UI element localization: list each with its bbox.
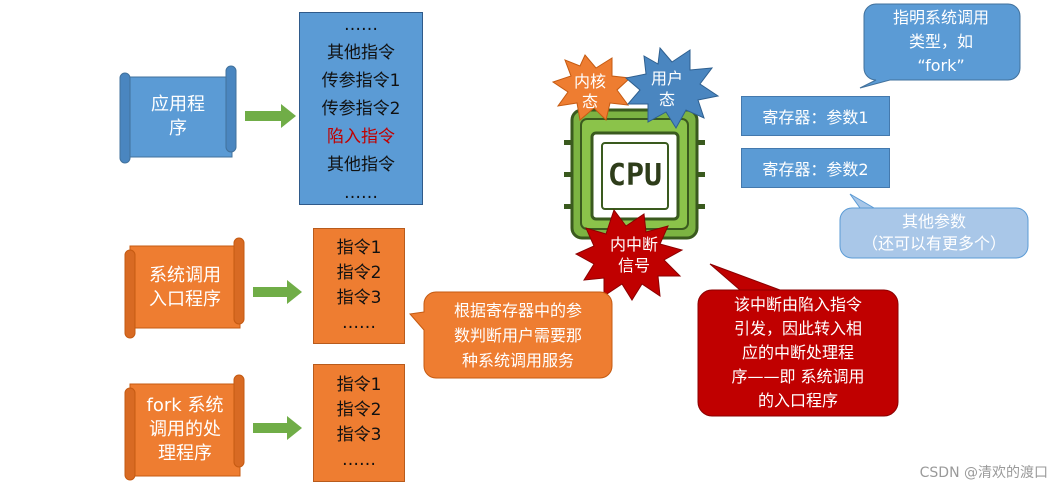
interrupt-line: 的入口程序	[757, 391, 838, 410]
dispatch-callout-shape	[409, 291, 613, 379]
user-mode-line: 用户	[650, 69, 683, 88]
interrupt-line: 引发，因此转入相	[733, 319, 862, 338]
kernel-mode-line: 态	[581, 92, 598, 111]
trap-instruction-line: 陷入指令	[327, 126, 395, 147]
dispatch-line: 种系统调用服务	[461, 350, 574, 370]
kernel-mode-burst	[551, 54, 632, 121]
app-scroll-label: 应用程 序	[130, 80, 226, 154]
fork-code-box: 指令1 指令2 指令3 ……	[313, 364, 405, 482]
interrupt-line: 应的中断处理程	[741, 343, 854, 362]
other-params-callout: 其他参数 （还可以有更多个）	[842, 210, 1026, 256]
syscall-scroll-line: 系统调用	[149, 265, 221, 286]
app-code-line: 传参指令2	[321, 98, 401, 119]
other-params-callout-shape	[839, 193, 1029, 259]
interrupt-signal-line: 内中断	[609, 235, 658, 254]
syscall-type-line: “fork”	[917, 56, 965, 75]
syscall-scroll-shape	[124, 237, 245, 339]
interrupt-signal-line: 信号	[617, 256, 650, 275]
user-mode-line: 态	[658, 90, 675, 109]
user-mode-label: 用户 态	[637, 66, 697, 112]
dispatch-callout: 根据寄存器中的参 数判断用户需要那 种系统调用服务	[426, 294, 610, 376]
interrupt-line: 序——即 系统调用	[731, 367, 865, 386]
fork-code-line: 指令1	[336, 375, 382, 395]
cpu-chip-label: CPU	[607, 158, 663, 193]
app-code-line: 其他指令	[327, 154, 395, 175]
interrupt-callout: 该中断由陷入指令 引发，因此转入相 应的中断处理程 序——即 系统调用 的入口程…	[700, 292, 896, 414]
syscall-scroll-line: 入口程序	[149, 289, 221, 310]
interrupt-line: 该中断由陷入指令	[733, 295, 862, 314]
interrupt-callout-shape	[697, 263, 899, 417]
register-param-1: 寄存器：参数1	[741, 96, 890, 136]
syscall-code-line: 指令3	[336, 288, 382, 308]
dispatch-line: 数判断用户需要那	[453, 325, 582, 345]
interrupt-signal-label: 内中断 信号	[598, 232, 670, 278]
kernel-mode-label: 内核 态	[560, 70, 620, 114]
app-code-box: …… 其他指令 传参指令1 传参指令2 陷入指令 其他指令 ……	[299, 12, 423, 205]
fork-code-line: ……	[342, 450, 376, 470]
app-scroll-line: 应用程	[151, 94, 205, 115]
arrow-syscall	[253, 280, 302, 304]
app-scroll-shape	[119, 65, 237, 164]
register-param-2: 寄存器：参数2	[741, 148, 890, 188]
app-code-line: 传参指令1	[321, 70, 401, 91]
syscall-type-line: 指明系统调用	[892, 8, 989, 27]
fork-scroll-shape	[124, 374, 245, 481]
app-code-line: ……	[344, 14, 378, 35]
fork-scroll-line: 理程序	[158, 443, 212, 464]
arrow-fork	[253, 416, 302, 440]
dispatch-line: 根据寄存器中的参	[453, 300, 582, 320]
syscall-code-line: 指令1	[336, 238, 382, 258]
app-code-line: 其他指令	[327, 42, 395, 63]
syscall-type-callout-shape	[859, 3, 1021, 89]
fork-scroll-line: fork 系统	[146, 395, 224, 416]
watermark: CSDN @清欢的渡口	[919, 465, 1048, 481]
app-code-line: ……	[344, 182, 378, 203]
other-params-line: 其他参数	[901, 212, 966, 231]
other-params-line: （还可以有更多个）	[861, 234, 1006, 253]
syscall-type-callout: 指明系统调用 类型，如 “fork”	[866, 6, 1016, 78]
interrupt-signal-burst	[574, 208, 684, 301]
fork-scroll-line: 调用的处	[149, 419, 221, 440]
kernel-mode-line: 内核	[573, 72, 606, 91]
user-mode-burst	[624, 46, 720, 129]
fork-code-line: 指令2	[336, 400, 382, 420]
syscall-scroll-label: 系统调用 入口程序	[135, 252, 235, 324]
fork-scroll-label: fork 系统 调用的处 理程序	[135, 388, 235, 472]
syscall-code-line: ……	[342, 313, 376, 333]
syscall-code-box: 指令1 指令2 指令3 ……	[313, 228, 405, 344]
arrow-app	[245, 104, 296, 128]
syscall-type-line: 类型，如	[908, 32, 973, 51]
fork-code-line: 指令3	[336, 425, 382, 445]
syscall-code-line: 指令2	[336, 263, 382, 283]
app-scroll-line: 序	[169, 118, 187, 139]
